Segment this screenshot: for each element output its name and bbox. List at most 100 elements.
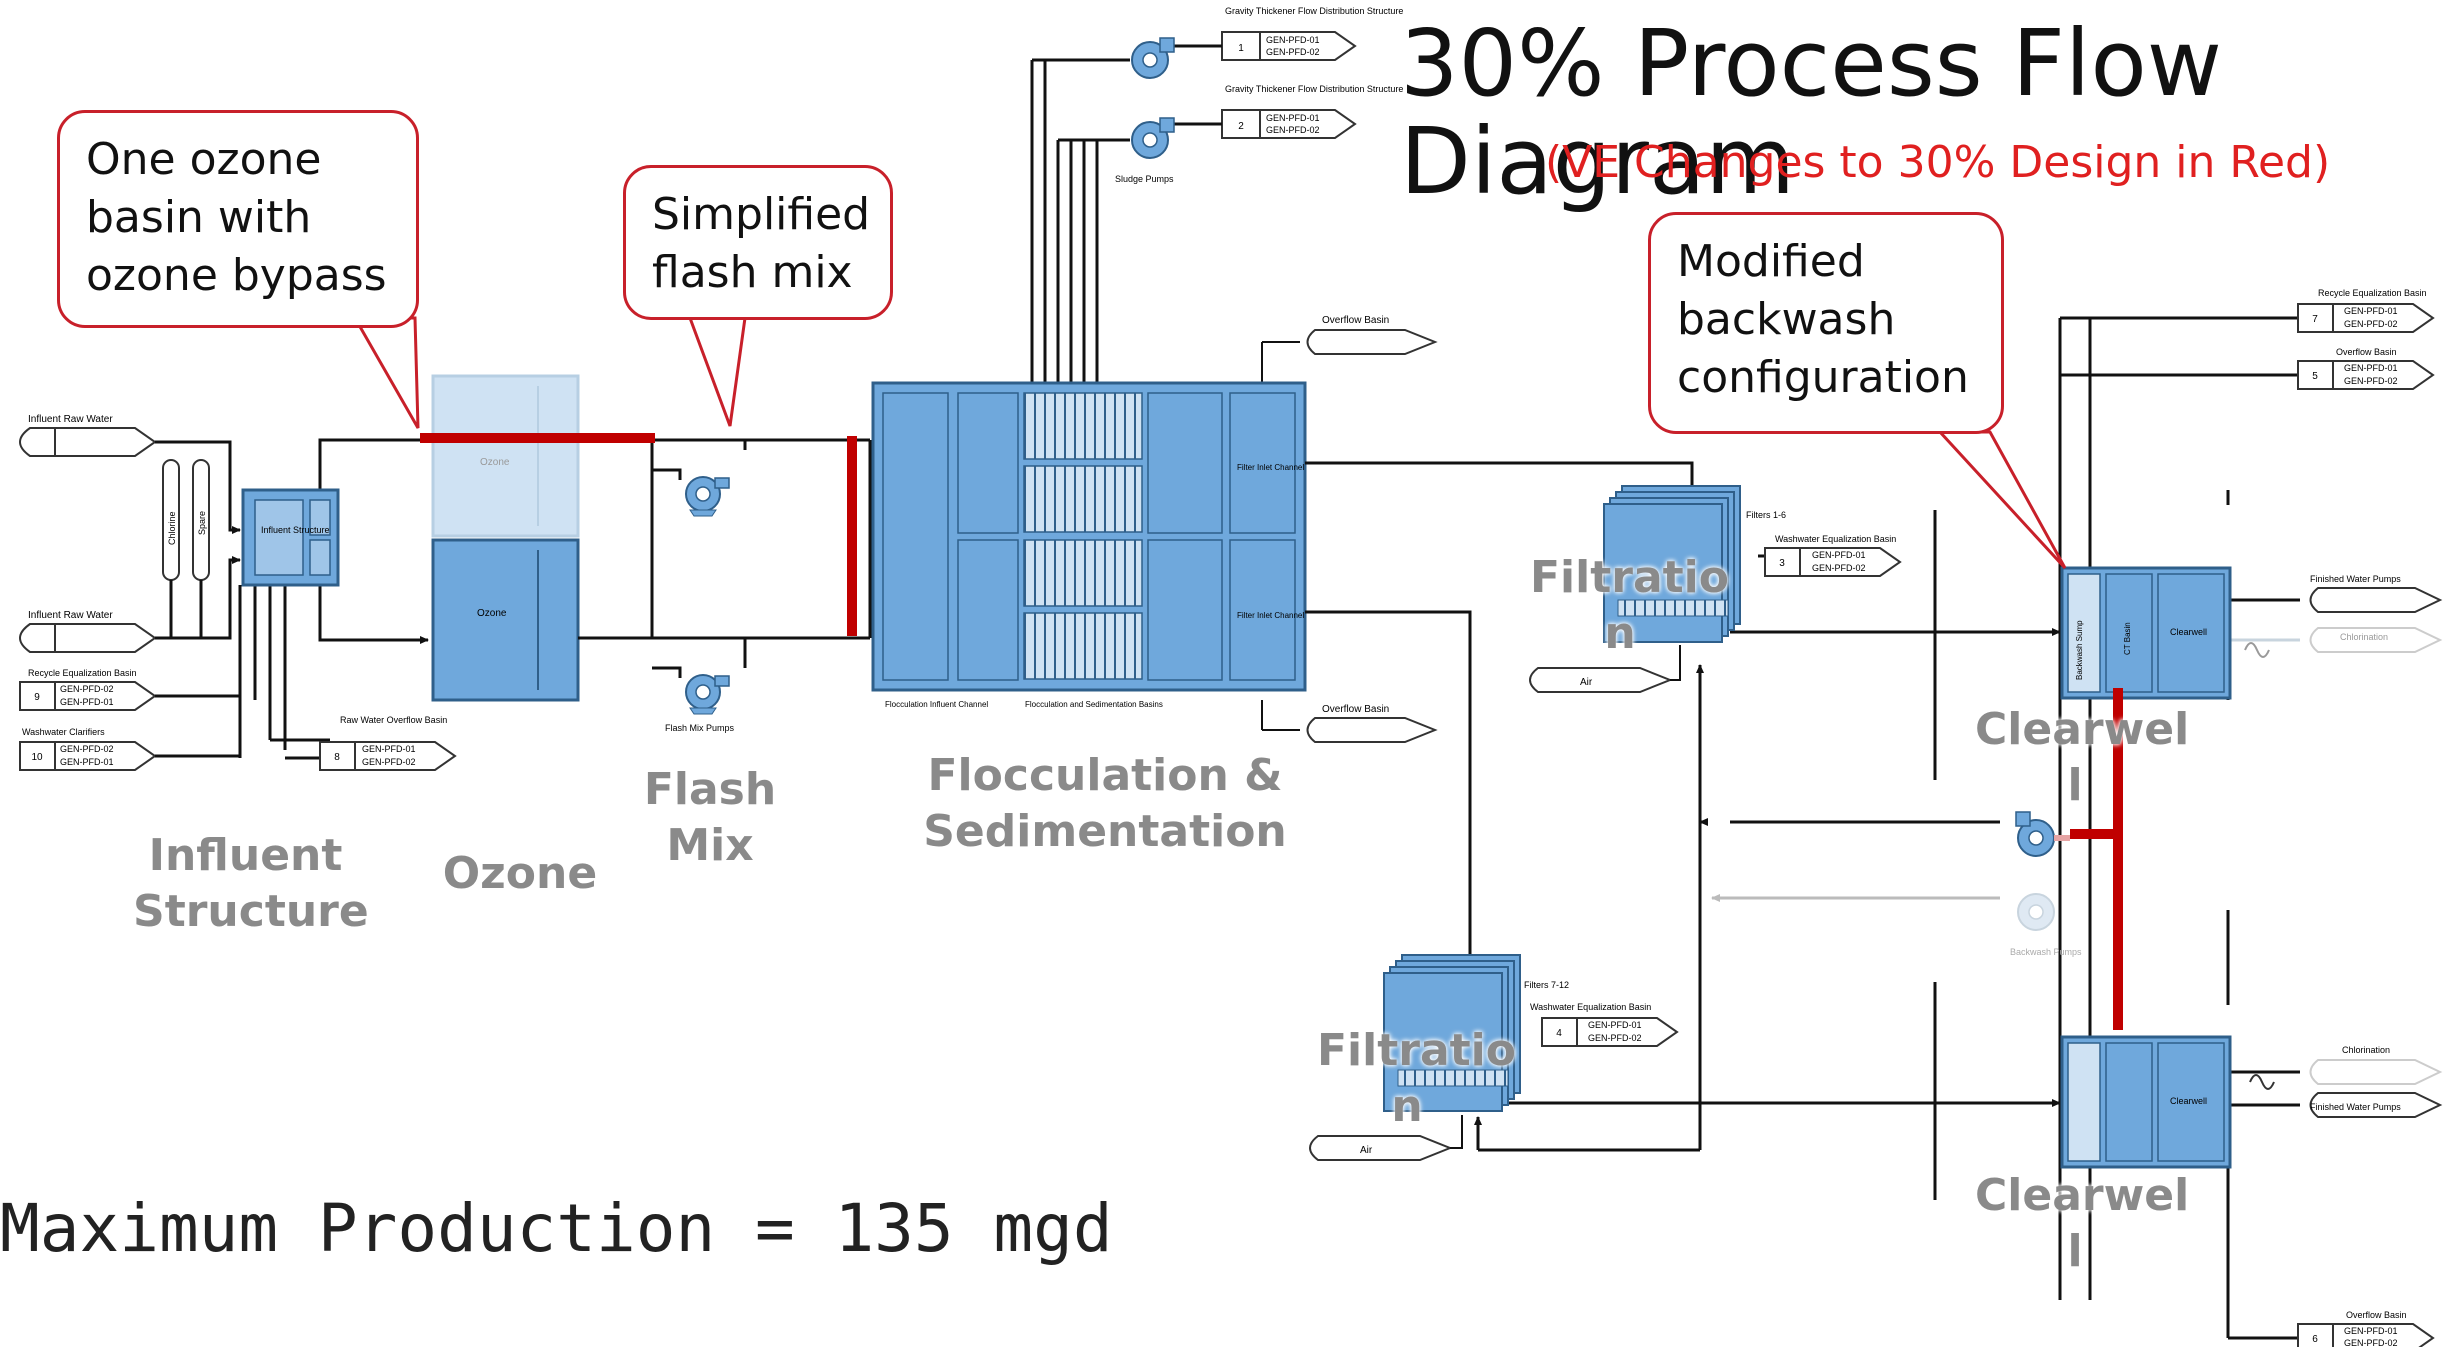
label: Finished Water Pumps <box>2310 574 2401 584</box>
clearwell-basin-1: Clearwell Backwash Sump CT Basin <box>2060 566 2232 700</box>
label: Influent Raw Water <box>28 414 113 425</box>
offpage-overflow-6: 6 GEN-PFD-01 GEN-PFD-02 Overflow Basin <box>2297 1310 2435 1351</box>
air-1: Air <box>1529 645 1681 693</box>
label: Washwater Equalization Basin <box>1775 534 1896 544</box>
offpage-ref: GEN-PFD-01 <box>2344 306 2398 316</box>
callout-line: Simplified <box>652 189 871 240</box>
offpage-ref: GEN-PFD-01 <box>60 697 114 707</box>
callout-pointer <box>352 316 420 429</box>
area-label-line: Flocculation & <box>927 750 1283 801</box>
label: Filter Inlet Channel <box>1237 611 1304 620</box>
offpage-ref: GEN-PFD-02 <box>1588 1033 1642 1043</box>
gt2-label: Gravity Thickener Flow Distribution Stru… <box>1225 84 1403 94</box>
overflow-basin-mid: Overflow Basin <box>1261 700 1438 743</box>
ozone-pipes <box>578 438 872 678</box>
label: Filters 7-12 <box>1524 980 1569 990</box>
label: Clearwell <box>2170 627 2207 637</box>
label: Flocculation Influent Channel <box>885 700 988 709</box>
area-label-line: Ozone <box>442 848 598 899</box>
label: Ozone <box>477 608 507 619</box>
flash-mix-pump-2: Flash Mix Pumps <box>665 674 735 733</box>
offpage-ref: GEN-PFD-01 <box>2344 363 2398 373</box>
offpage-ref: GEN-PFD-01 <box>1588 1020 1642 1030</box>
label: Filter Inlet Channel <box>1237 463 1304 472</box>
offpage-recycle-eq: 9 GEN-PFD-02 GEN-PFD-01 Recycle Equaliza… <box>19 668 240 711</box>
backwash-pump-faded: Backwash Pumps <box>2010 893 2082 957</box>
area-label-line: Filtratio <box>1317 1025 1516 1076</box>
area-label-floc-sed: Flocculation & Sedimentation <box>920 748 1290 860</box>
offpage-ref: GEN-PFD-01 <box>1266 113 1320 123</box>
overflow-basin-top: Overflow Basin <box>1261 315 1438 390</box>
area-label-ozone: Ozone <box>440 846 600 902</box>
label: Overflow Basin <box>2336 347 2397 357</box>
offpage-ref: GEN-PFD-02 <box>60 744 114 754</box>
chlorination-2: Chlorination <box>2228 1045 2443 1090</box>
label: Sludge Pumps <box>1115 174 1174 184</box>
sludge-pump-2: Sludge Pumps <box>1115 117 1175 184</box>
offpage-ref: GEN-PFD-01 <box>60 757 114 767</box>
label: Ozone <box>480 457 510 468</box>
offpage-ref: GEN-PFD-02 <box>362 757 416 767</box>
offpage-ref: GEN-PFD-02 <box>2344 376 2398 386</box>
callout-line: backwash <box>1677 294 1896 345</box>
influent-raw-water-1: Influent Raw Water <box>19 414 157 457</box>
label: Overflow Basin <box>1322 704 1389 715</box>
callout-line: basin with <box>86 192 312 243</box>
callout-line: One ozone <box>86 134 322 185</box>
influent-raw-water-2: Influent Raw Water <box>19 610 157 653</box>
label: Air <box>1360 1145 1373 1156</box>
label: Spare <box>197 511 207 535</box>
offpage-overflow-5: 5 GEN-PFD-01 GEN-PFD-02 Overflow Basin <box>2297 347 2435 390</box>
callout-pointer <box>1936 430 2067 570</box>
label: Backwash Sump <box>2075 620 2084 680</box>
offpage-num: 9 <box>34 692 40 703</box>
offpage-gravity-thickener-1: 1 GEN-PFD-01 GEN-PFD-02 Gravity Thickene… <box>1221 6 1403 61</box>
label: Filters 1-6 <box>1746 510 1786 520</box>
label: Recycle Equalization Basin <box>2318 288 2427 298</box>
offpage-ref: GEN-PFD-02 <box>1266 47 1320 57</box>
area-label-line: l <box>2067 1226 2083 1277</box>
finished-water-2: Finished Water Pumps <box>2309 1092 2443 1118</box>
area-label-clearwell-1: Clearwel l <box>1975 702 2190 814</box>
offpage-ref: GEN-PFD-01 <box>1812 550 1866 560</box>
offpage-washwater-eq-2: 4 GEN-PFD-01 GEN-PFD-02 <box>1541 1017 1679 1047</box>
callout-line: configuration <box>1677 352 1969 403</box>
label: Chlorine <box>167 511 177 545</box>
chlorination-1: Chlorination <box>2244 627 2443 658</box>
label: Raw Water Overflow Basin <box>340 715 447 725</box>
offpage-ref: GEN-PFD-02 <box>1266 125 1320 135</box>
offpage-ref: GEN-PFD-02 <box>60 684 114 694</box>
backwash-pump-active <box>2015 811 2070 857</box>
area-label-line: l <box>2067 760 2083 811</box>
area-label-clearwell-2: Clearwel l <box>1975 1168 2190 1280</box>
offpage-ref: GEN-PFD-02 <box>1812 563 1866 573</box>
callout-line: Modified <box>1677 236 1865 287</box>
area-label-line: Clearwel <box>1975 704 2190 755</box>
label: Chlorination <box>2342 1045 2390 1055</box>
finished-water-1: Finished Water Pumps <box>2309 574 2443 613</box>
offpage-num: 6 <box>2312 1334 2318 1345</box>
flash-mix-pump-1 <box>685 476 730 517</box>
filter-bank-1: Filters 1-6 Washwater Equalization Basin <box>1603 485 1896 643</box>
max-production-label: Maximum Production = 135 mgd <box>0 1190 1113 1267</box>
offpage-num: 8 <box>334 752 340 763</box>
offpage-num: 1 <box>1238 43 1244 54</box>
label: Washwater Clarifiers <box>22 727 105 737</box>
area-label-filtration-2: Filtratio n <box>1317 1023 1516 1135</box>
influent-pipes <box>155 438 430 760</box>
offpage-num: 10 <box>31 752 43 763</box>
offpage-num: 5 <box>2312 371 2318 382</box>
page-title: 30% Process Flow Diagram <box>1400 15 2222 211</box>
label: Finished Water Pumps <box>2310 1102 2401 1112</box>
floc-sed-basin: Filter Inlet Channel Filter Inlet Channe… <box>871 381 1307 709</box>
offpage-num: 2 <box>1238 121 1244 132</box>
label: Flocculation and Sedimentation Basins <box>1025 700 1163 709</box>
offpage-ref: GEN-PFD-01 <box>2344 1326 2398 1336</box>
sludge-pipes <box>1030 44 1222 385</box>
area-label-line: Clearwel <box>1975 1170 2190 1221</box>
title-line-2: Diagram <box>1400 108 1795 215</box>
callout-ozone: One ozone basin with ozone bypass <box>57 110 419 328</box>
label: Air <box>1580 677 1593 688</box>
ozone-basins: Ozone Ozone <box>431 374 580 702</box>
